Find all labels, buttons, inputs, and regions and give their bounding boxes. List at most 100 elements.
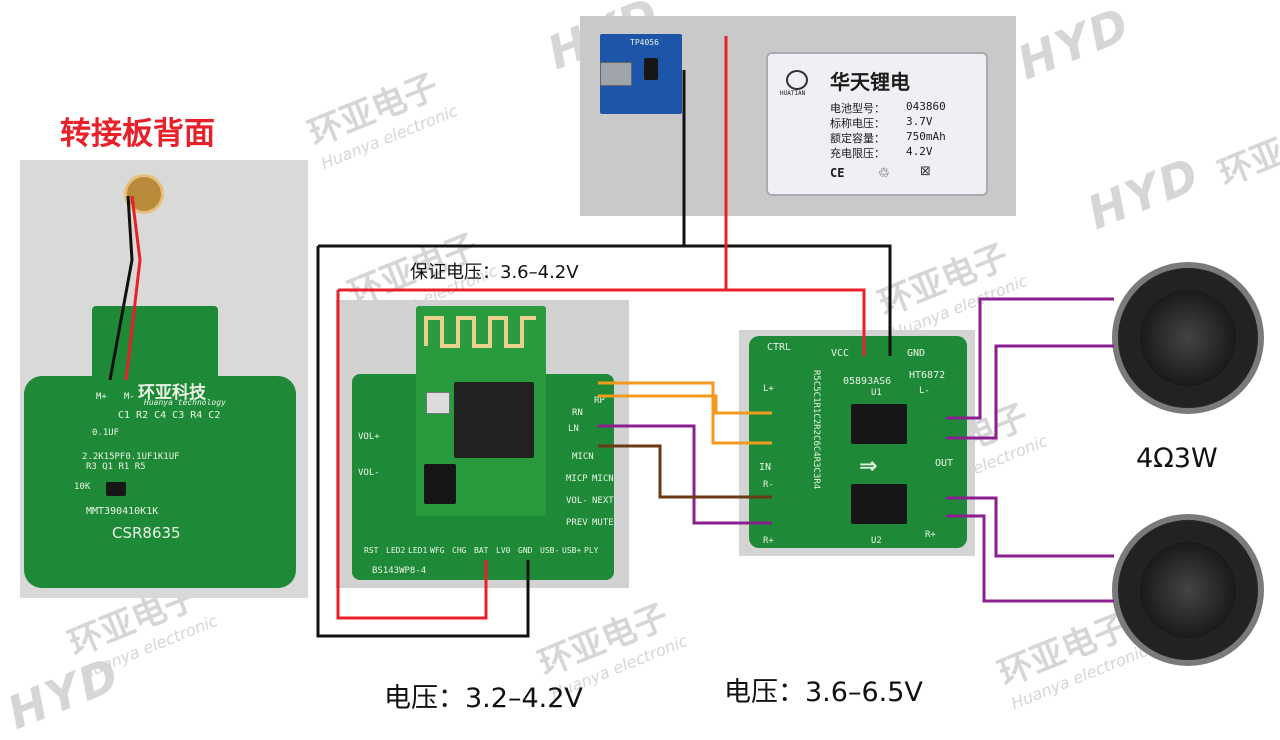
wire-black-ground	[316, 246, 530, 638]
l-minus-label: L-	[919, 386, 930, 396]
wire-mic-red	[124, 195, 142, 381]
bt-bottom-pin-label: CHG	[452, 546, 467, 555]
battery-row-key: 额定容量：	[830, 132, 885, 145]
bt-bottom-pin-label: PLY	[584, 546, 599, 555]
battery-row-key: 标称电压：	[830, 117, 885, 130]
part-label: BS143WP8-4	[372, 566, 427, 576]
charger-label: TP4056	[630, 38, 659, 47]
l-plus-label: L+	[763, 384, 774, 394]
wire-purple-out-3	[946, 496, 1114, 558]
pin-label: MUTE	[592, 518, 614, 528]
battery-row-value: 750mAh	[906, 130, 946, 143]
bt-bottom-pin-label: WFG	[430, 546, 445, 555]
chip-code: HT6872	[909, 370, 946, 381]
speaker-bottom	[1112, 514, 1264, 666]
wire-orange-l	[598, 394, 772, 415]
pin-label: M+	[96, 392, 107, 402]
battery-row-key: 充电限压：	[830, 147, 885, 160]
chip-label: CSR8635	[112, 524, 181, 542]
pin-label: M-	[124, 392, 135, 402]
amp-ic-u1	[851, 404, 907, 444]
silk-row: 0.1UF	[92, 428, 120, 438]
battery-row-value: 043860	[906, 100, 946, 113]
speaker-cone	[1140, 290, 1236, 386]
out-label: OUT	[935, 458, 954, 469]
part-row: MMT390410K1K	[86, 506, 159, 517]
pin-label: NEXT	[592, 496, 614, 506]
wire-mic-black	[108, 195, 134, 381]
board-logo-en: Huanya technology	[144, 398, 226, 407]
amp-ic-u2	[851, 484, 907, 524]
pin-label: MICP	[566, 474, 588, 484]
ce-mark: CE	[830, 166, 845, 180]
battery-row-value: 4.2V	[906, 145, 933, 158]
guarantee-voltage-label: 保证电压：3.6–4.2V	[410, 262, 579, 283]
silk-label: 10K	[74, 482, 91, 492]
r-minus-label: R-	[763, 480, 774, 490]
usb-port	[600, 62, 632, 86]
bt-module-photo: VOL+ VOL- RN RP LN MICN MICP MICN VOL- N…	[336, 300, 629, 588]
bt-voltage-label: 电压：3.2–4.2V	[384, 683, 583, 714]
speaker-top	[1112, 262, 1264, 414]
wire-red-bat	[336, 290, 488, 620]
flash-chip	[424, 464, 456, 504]
ctrl-label: CTRL	[767, 342, 792, 353]
wire-purple-out-2	[946, 344, 1114, 440]
chip-code: 05893AS6	[843, 376, 892, 387]
speaker-cone	[1140, 542, 1236, 638]
charger-board: TP4056	[600, 34, 682, 114]
adapter-pcb	[24, 376, 296, 588]
bt-bottom-pin-label: LV0	[496, 546, 511, 555]
wire-brown	[598, 444, 772, 499]
pcb-antenna	[424, 316, 536, 348]
wire-red-vcc	[338, 288, 866, 356]
bin-crossed-icon: ⊠	[920, 164, 931, 179]
transistor-chip	[106, 482, 126, 496]
pin-label: MICN	[592, 474, 614, 484]
pin-label: PREV	[566, 518, 588, 528]
in-label: IN	[759, 462, 772, 473]
battery-brand-cn: 华天锂电	[830, 70, 910, 94]
r-plus-out-label: R+	[925, 530, 936, 540]
wiring	[108, 36, 1114, 638]
battery-row-value: 3.7V	[906, 115, 933, 128]
battery-photo: TP4056 HUATIAN 华天锂电 电池型号： 043860 标称电压： 3…	[580, 16, 1016, 216]
bt-bottom-pin-label: LED2	[386, 546, 406, 555]
bt-bottom-pin-label: USB-	[540, 546, 560, 555]
crystal	[426, 392, 450, 414]
r-plus-label: R+	[763, 536, 774, 546]
recycle-icon: ♲	[878, 166, 890, 181]
pin-label: VOL+	[358, 432, 380, 442]
pin-label: VOL-	[566, 496, 588, 506]
bt-bottom-pin-label: LED1	[408, 546, 428, 555]
adapter-back-title: 转接板背面	[60, 116, 215, 152]
microphone	[124, 174, 164, 214]
wire-purple-in	[598, 424, 772, 525]
silk-row: R3 Q1 R1 R5	[86, 462, 146, 472]
board-logo-cn: 环亚科技	[138, 383, 206, 403]
bt-bottom-pin-label: USB+	[562, 546, 582, 555]
pin-label: VOL-	[358, 468, 380, 478]
amp-voltage-label: 电压：3.6–6.5V	[724, 677, 923, 708]
wire-purple-out-4	[946, 514, 1114, 603]
u2-label: U2	[871, 536, 882, 546]
battery-brand-en: HUATIAN	[780, 90, 806, 97]
battery-cell: HUATIAN 华天锂电 电池型号： 043860 标称电压： 3.7V 额定容…	[766, 52, 988, 196]
silk-row: C1 R2 C4 C3 R4 C2	[118, 410, 221, 421]
pin-label: RN	[572, 408, 583, 418]
charger-ic	[644, 58, 658, 80]
pin-label: RP	[594, 396, 605, 406]
amp-board-photo: CTRL VCC GND 05893AS6 HT6872 R5C5C1R1C2R…	[739, 330, 975, 556]
bt-module	[416, 306, 546, 516]
pin-label: LN	[568, 424, 579, 434]
speaker-spec-label: 4Ω3W	[1136, 443, 1218, 474]
battery-row-key: 电池型号：	[830, 102, 885, 115]
adapter-board-photo: M+ M- 环亚科技 Huanya technology 0.1UF C1 R2…	[20, 160, 308, 598]
gnd-label: GND	[907, 348, 926, 359]
direction-arrow-icon: ⇒	[859, 454, 878, 479]
battery-logo	[786, 70, 808, 90]
u1-label: U1	[871, 388, 882, 398]
wire-orange	[598, 381, 772, 445]
antenna-tab	[92, 306, 218, 386]
